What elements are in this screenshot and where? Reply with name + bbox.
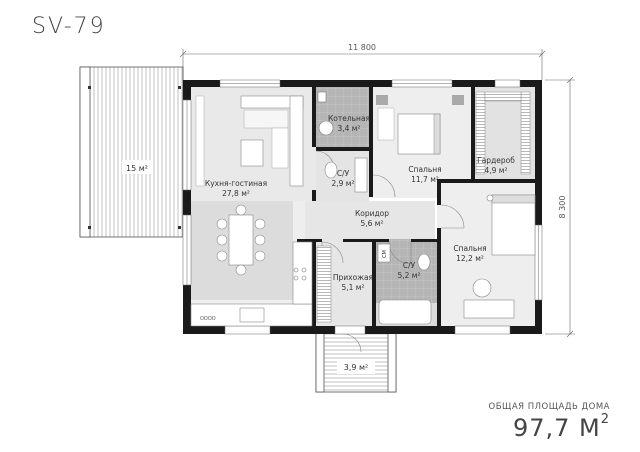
terrace: 15 м² bbox=[79, 66, 184, 238]
room-corridor-area: 5,6 м² bbox=[361, 219, 384, 228]
room-bedroom1-name: Спальня bbox=[408, 165, 441, 174]
oven-label: OOOO bbox=[200, 316, 216, 322]
total-area-value: 97,7 М2 bbox=[512, 412, 610, 442]
room-labels: Кухня-гостиная 27,8 м² Котельная 3,4 м² … bbox=[205, 114, 515, 292]
room-corridor-name: Коридор bbox=[355, 209, 389, 218]
living-room-furniture bbox=[195, 95, 304, 187]
room-bedroom2-area: 12,2 м² bbox=[456, 254, 484, 263]
room-bath1-area: 2,9 м² bbox=[332, 179, 355, 188]
room-boiler-name: Котельная bbox=[328, 114, 370, 123]
bed-2 bbox=[491, 194, 536, 256]
wardrobe-shelves bbox=[475, 91, 531, 175]
bedroom-1-furniture bbox=[376, 95, 464, 155]
room-bedroom1-area: 11,7 м² bbox=[411, 175, 439, 184]
bedroom-2-furniture bbox=[463, 194, 536, 319]
room-bath2-name: С/У bbox=[403, 261, 416, 270]
armchair bbox=[240, 139, 264, 167]
room-hall-area: 5,1 м² bbox=[342, 283, 365, 292]
tv-stand bbox=[195, 95, 205, 187]
terrace-area: 15 м² bbox=[126, 164, 148, 173]
dimension-width: 11 800 bbox=[179, 43, 546, 80]
dining-table bbox=[228, 214, 254, 266]
desk bbox=[463, 299, 515, 319]
bathroom-1-fixtures bbox=[324, 157, 368, 193]
dining-furniture bbox=[216, 204, 266, 276]
laundry-label: СМ bbox=[382, 250, 388, 258]
bathtub bbox=[378, 299, 432, 325]
sofa-side bbox=[289, 95, 304, 187]
room-bath2-area: 5,2 м² bbox=[398, 271, 421, 280]
room-kitchen-area: 27,8 м² bbox=[222, 189, 250, 198]
chair bbox=[472, 278, 492, 298]
room-bath1-name: С/У bbox=[337, 169, 350, 178]
project-title: SV-79 bbox=[32, 14, 106, 39]
hall-storage bbox=[316, 245, 332, 323]
coffee-table bbox=[271, 127, 289, 169]
total-area-unit: 2 bbox=[600, 412, 610, 427]
total-area-number: 97,7 М bbox=[512, 414, 601, 442]
boiler-equipment bbox=[317, 91, 334, 136]
kitchen-counter: OOOO bbox=[190, 241, 313, 327]
bed bbox=[397, 113, 441, 155]
total-area-caption: ОБЩАЯ ПЛОЩАДЬ ДОМА bbox=[488, 402, 610, 412]
bathroom-2-fixtures: СМ bbox=[377, 243, 432, 325]
dimension-height: 8 300 bbox=[545, 76, 575, 338]
room-hall-name: Прихожая bbox=[333, 273, 373, 282]
sink bbox=[239, 307, 265, 323]
room-kitchen-name: Кухня-гостиная bbox=[205, 179, 267, 188]
room-bedroom2-name: Спальня bbox=[453, 244, 486, 253]
porch: 3,9 м² bbox=[315, 329, 397, 393]
porch-area: 3,9 м² bbox=[344, 363, 369, 372]
room-wardrobe-name: Гардероб bbox=[477, 156, 515, 165]
room-wardrobe-area: 4,9 м² bbox=[485, 166, 508, 175]
room-boiler-area: 3,4 м² bbox=[338, 124, 361, 133]
windows bbox=[182, 79, 543, 335]
dimension-width-label: 11 800 bbox=[348, 43, 376, 52]
dimension-height-label: 8 300 bbox=[558, 196, 567, 219]
